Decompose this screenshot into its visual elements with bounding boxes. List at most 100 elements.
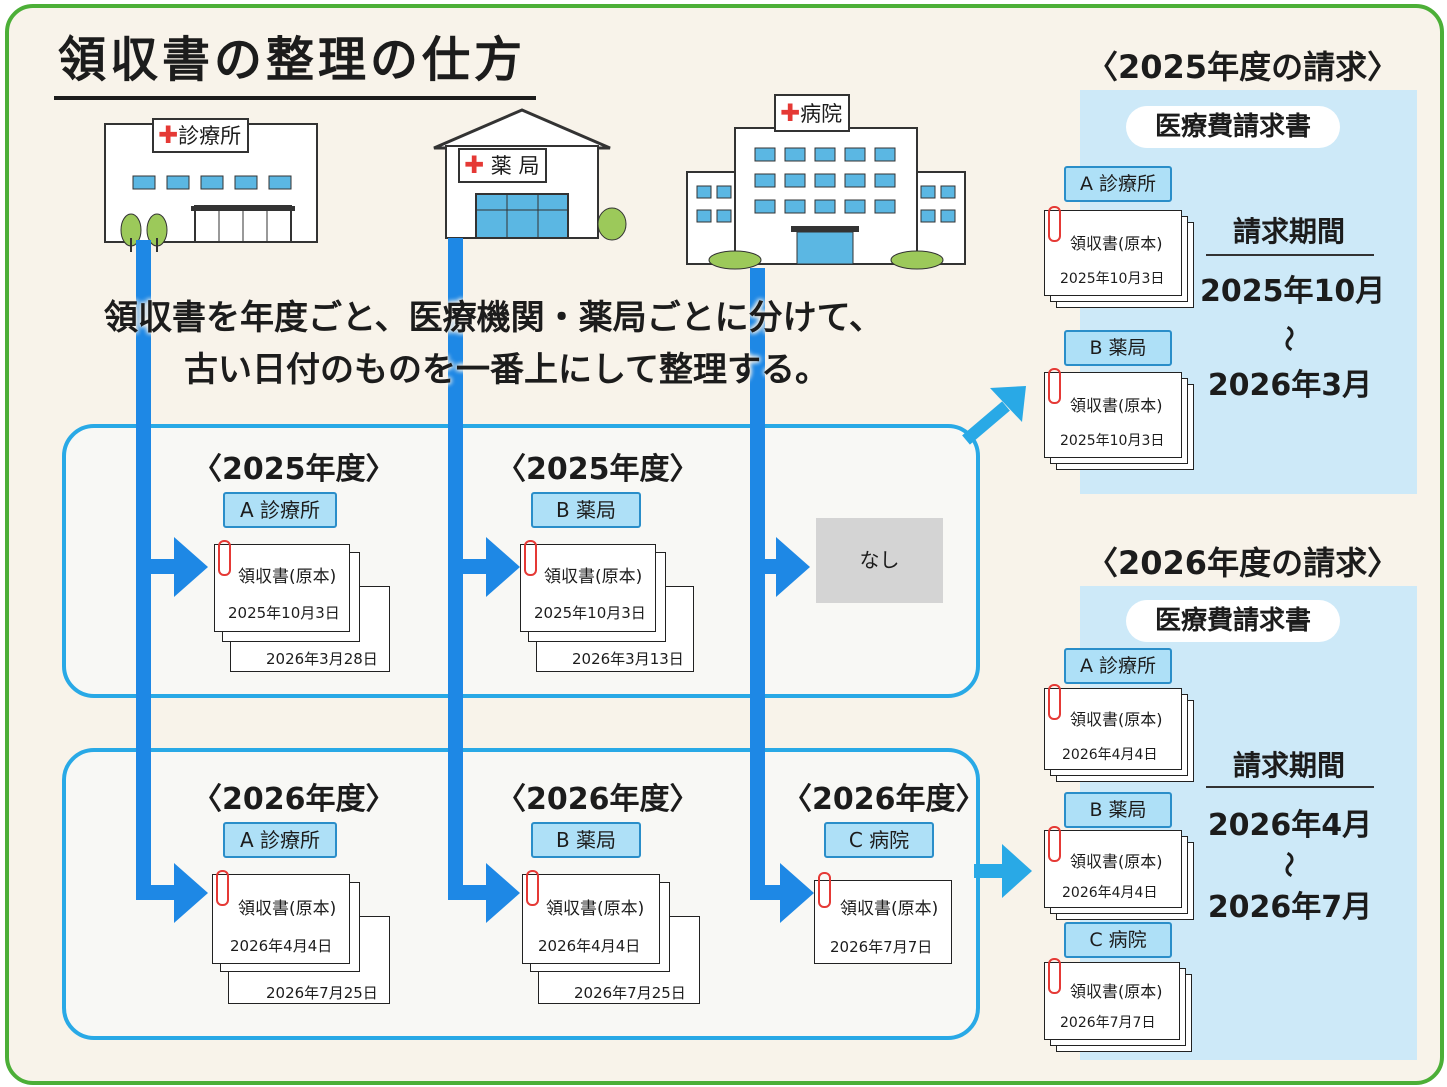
red-cross-icon: ✚ [464,151,485,179]
pharmacy-sign: ✚ 薬 局 [458,148,548,183]
claim2025-period-to: 2026年3月 [1207,368,1373,403]
page-title: 領収書の整理の仕方 [54,20,537,100]
receipt-label: 領収書(原本) [544,567,643,587]
receipt-top-sheet [1044,210,1182,296]
receipt-date: 2026年4月4日 [538,937,641,955]
receipt-top-sheet [520,544,656,632]
flow-branch [448,559,490,574]
claim2025-tag: A 診療所 [1064,166,1172,202]
hospital-sign: ✚病院 [774,94,851,132]
fy2026-pharmacy-year: 〈2026年度〉 [496,782,700,817]
arrow-right-icon [780,863,814,923]
clinic-sign-label: 診療所 [178,124,242,148]
receipt-top-sheet [1044,830,1182,908]
claim2026-tag: C 病院 [1064,922,1172,958]
claim2026-period-from: 2026年4月 [1207,808,1373,843]
receipt-date: 2026年4月4日 [1062,885,1158,901]
arrow-right-icon [974,844,1032,898]
flow-branch [136,885,178,900]
pharmacy-flow-line [448,748,463,900]
receipt-date: 2026年7月25日 [266,984,378,1002]
paperclip-icon [1048,206,1061,242]
fy2025-clinic-tag: A 診療所 [223,492,337,528]
flow-branch [136,559,178,574]
instruction-line-1: 領収書を年度ごと、医療機関・薬局ごとに分けて、 [104,298,883,338]
flow-branch [750,885,784,900]
receipt-date: 2026年4月4日 [1062,747,1158,763]
fy2026-hospital-tag: C 病院 [824,822,934,858]
fy2025-pharmacy-year: 〈2025年度〉 [496,452,700,487]
fy2026-clinic-tag: A 診療所 [223,822,337,858]
hospital-none-box: なし [816,518,943,603]
claim2026-tag: B 薬局 [1064,792,1172,828]
receipt-label: 領収書(原本) [1070,982,1163,1001]
receipt-top-sheet [1044,688,1182,770]
divider [1206,254,1374,256]
arrow-right-icon [486,863,520,923]
clinic-flow-line [136,748,151,900]
receipt-date: 2026年3月13日 [572,650,684,668]
receipt-label: 領収書(原本) [1070,234,1163,253]
receipt-top-sheet [214,544,350,632]
claim2025-tag: B 薬局 [1064,330,1172,366]
claim2025-period-label: 請求期間 [1232,215,1345,248]
pharmacy-building-icon [433,108,627,241]
receipt-label: 領収書(原本) [238,899,337,919]
receipt-label: 領収書(原本) [1070,710,1163,729]
fy2026-pharmacy-tag: B 薬局 [531,822,641,858]
receipt-date: 2026年4月4日 [230,937,333,955]
receipt-date: 2025年10月3日 [1060,271,1165,287]
fy2025-pharmacy-tag: B 薬局 [531,492,641,528]
claim2025-title: 〈2025年度の請求〉 [1086,48,1400,86]
claim2026-tilde: ～ [1272,851,1303,878]
fy2026-hospital-year: 〈2026年度〉 [782,782,986,817]
paperclip-icon [526,870,539,906]
receipt-date: 2026年7月7日 [1060,1015,1156,1031]
arrow-right-icon [776,537,810,597]
receipt-date: 2025年10月3日 [228,604,340,622]
red-cross-icon: ✚ [780,99,801,127]
claim2026-tag: A 診療所 [1064,648,1172,684]
claim2025-period-from: 2025年10月 [1200,274,1386,309]
claim2026-form-pill: 医療費請求書 [1126,600,1340,642]
pharmacy-sign-label: 薬 局 [490,154,540,178]
red-cross-icon: ✚ [158,121,179,149]
hospital-building-icon [686,127,966,270]
claim2026-title: 〈2026年度の請求〉 [1086,544,1400,582]
receipt-top-sheet [1044,372,1182,458]
flow-branch [750,559,778,574]
claim2026-period-label: 請求期間 [1232,749,1345,782]
claim2025-tilde: ～ [1272,325,1303,352]
receipt-top-sheet [212,874,350,964]
hospital-flow-line [750,748,765,900]
hospital-sign-label: 病院 [800,102,843,126]
paperclip-icon [818,872,831,908]
paperclip-icon [1048,958,1061,994]
receipt-date: 2026年7月7日 [830,938,933,956]
claim2026-period-to: 2026年7月 [1207,890,1373,925]
receipt-label: 領収書(原本) [238,567,337,587]
receipt-top-sheet [1044,962,1180,1040]
clinic-sign: ✚診療所 [152,118,250,153]
receipt-top-sheet [522,874,660,964]
paperclip-icon [1048,684,1061,720]
fy2026-clinic-year: 〈2026年度〉 [192,782,396,817]
receipt-label: 領収書(原本) [546,899,645,919]
divider [1206,786,1374,788]
receipt-date: 2026年7月25日 [574,984,686,1002]
receipt-date: 2025年10月3日 [534,604,646,622]
arrow-right-icon [174,863,208,923]
arrow-right-icon [486,537,520,597]
flow-branch [448,885,490,900]
paperclip-icon [1048,826,1061,862]
receipt-date: 2025年10月3日 [1060,433,1165,449]
paperclip-icon [1048,368,1061,404]
arrow-up-right-icon [962,386,1026,445]
receipt-label: 領収書(原本) [1070,396,1163,415]
paperclip-icon [218,540,231,576]
receipt-label: 領収書(原本) [1070,852,1163,871]
claim2025-form-pill: 医療費請求書 [1126,106,1340,148]
receipt-top-sheet [814,880,952,964]
receipt-label: 領収書(原本) [840,899,939,919]
